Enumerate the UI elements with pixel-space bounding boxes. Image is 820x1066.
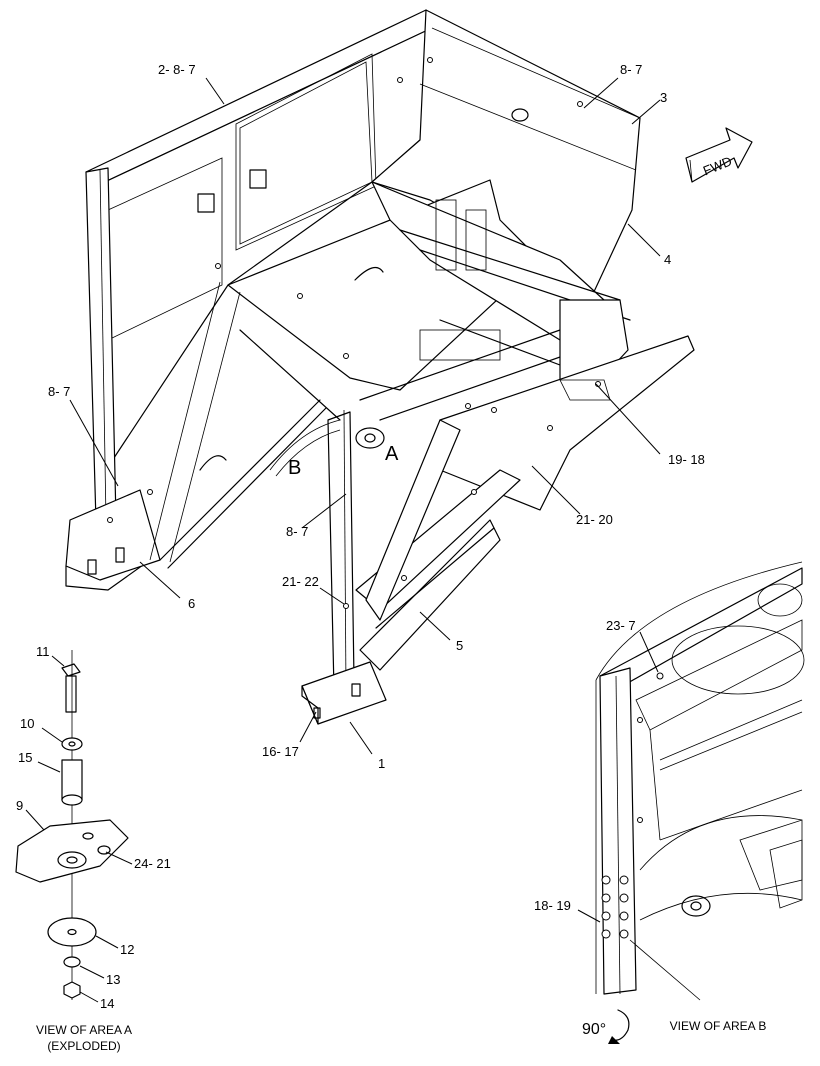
caption-view-a-line1: VIEW OF AREA A (36, 1023, 132, 1037)
callout-16-17: 16- 17 (262, 744, 299, 759)
callout-12: 12 (120, 942, 134, 957)
callout-11: 11 (36, 644, 50, 659)
callout-10: 10 (20, 716, 34, 731)
callout-21-20: 21- 20 (576, 512, 613, 527)
area-label-b: B (288, 457, 301, 479)
callout-8-7-mid: 8- 7 (286, 524, 308, 539)
callout-19-18: 19- 18 (668, 452, 705, 467)
caption-rotation: 90° (582, 1021, 606, 1038)
callout-3: 3 (660, 90, 667, 105)
caption-view-a-line2: (EXPLODED) (47, 1039, 120, 1053)
callout-8-7-top: 8- 7 (620, 62, 642, 77)
callout-14: 14 (100, 996, 114, 1011)
callout-8-7-left: 8- 7 (48, 384, 70, 399)
callout-23-7: 23- 7 (606, 618, 636, 633)
callout-4: 4 (664, 252, 671, 267)
callout-18-19: 18- 19 (534, 898, 571, 913)
callout-24-21: 24- 21 (134, 856, 171, 871)
forward-arrow-icon (685, 127, 753, 183)
main-assembly (65, 9, 695, 725)
callout-leaders (69, 77, 661, 755)
detail-view-b-leaders (577, 631, 659, 923)
callout-5: 5 (456, 638, 463, 653)
caption-view-b: VIEW OF AREA B (670, 1019, 767, 1033)
detail-view-b (595, 561, 805, 1001)
rotate-arrow-icon (608, 1009, 630, 1044)
callout-13: 13 (106, 972, 120, 987)
area-label-a: A (385, 443, 399, 465)
callout-9: 9 (16, 798, 23, 813)
exploded-view-a (15, 650, 129, 1000)
callout-15: 15 (18, 750, 32, 765)
exploded-view-leaders (25, 655, 133, 1003)
callout-1: 1 (378, 756, 385, 771)
callout-21-22: 21- 22 (282, 574, 319, 589)
callout-6: 6 (188, 596, 195, 611)
callout-2-8-7: 2- 8- 7 (158, 62, 196, 77)
